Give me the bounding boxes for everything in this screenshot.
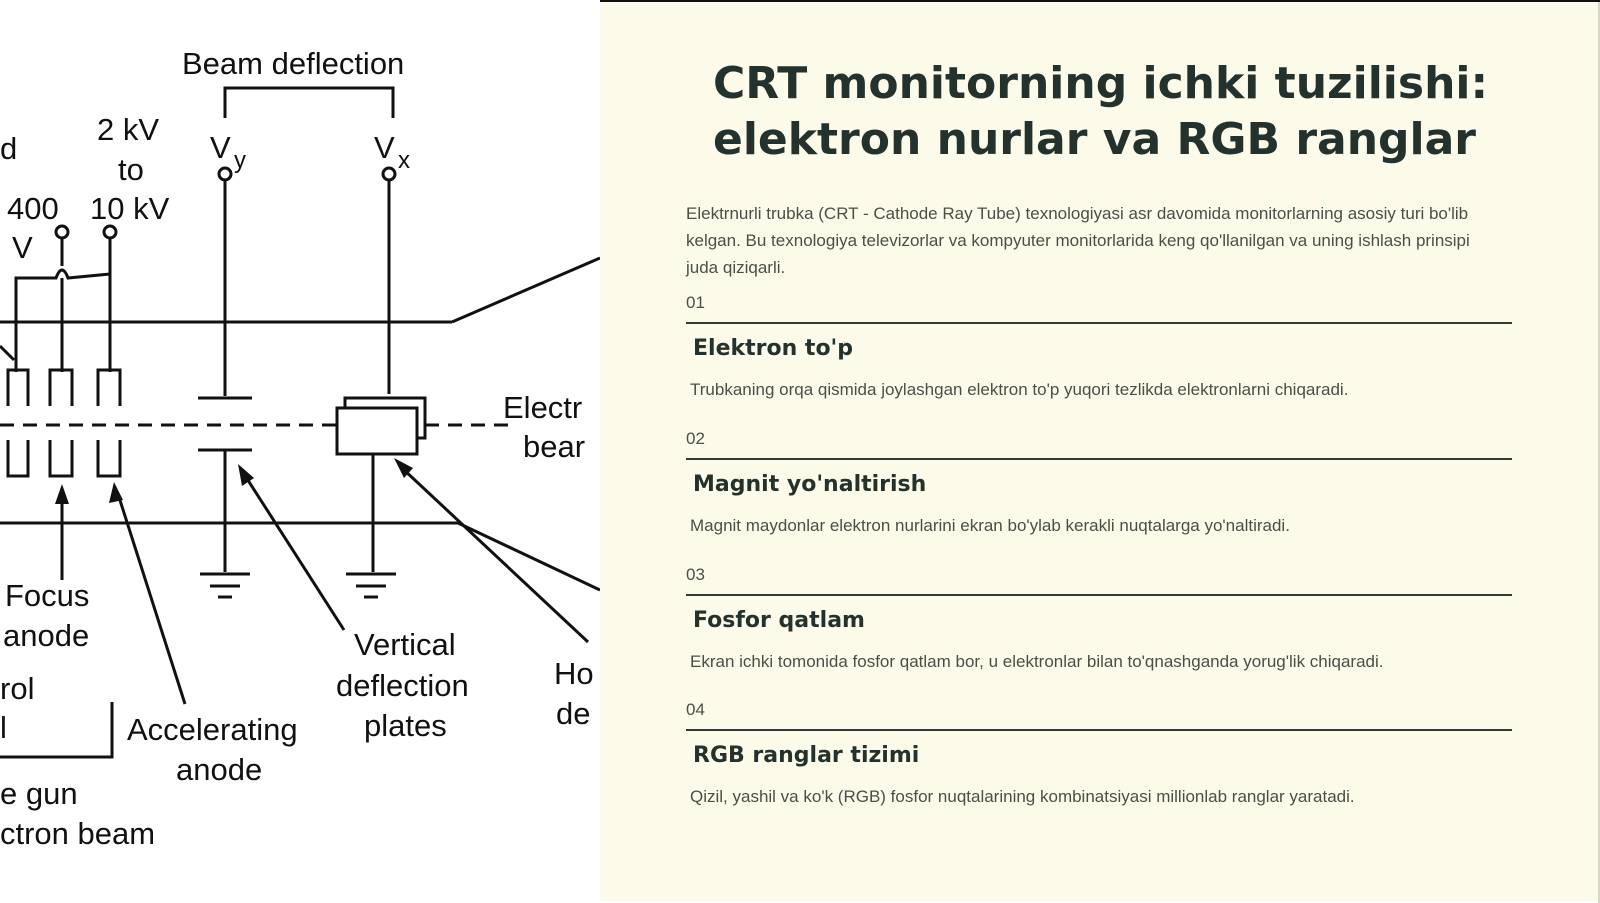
vertical-plates-label-2: deflection xyxy=(336,668,469,703)
step-item: 04 RGB ranglar tizimi Qizil, yashil va k… xyxy=(686,699,1512,808)
step-description: Ekran ichki tomonida fosfor qatlam bor, … xyxy=(690,652,1384,671)
electron-beam-bottom-label: ctron beam xyxy=(0,816,155,851)
electron-beam-label-2: bear xyxy=(523,429,585,464)
step-title: Elektron to'p xyxy=(693,336,854,361)
step-divider xyxy=(686,322,1512,324)
page-title: CRT monitorning ichki tuzilishi: elektro… xyxy=(713,58,1489,165)
step-item: 02 Magnit yo'naltirish Magnit maydonlar … xyxy=(686,428,1512,537)
step-divider xyxy=(686,594,1512,596)
kv-label-line1: 2 kV xyxy=(97,112,159,147)
step-title: Fosfor qatlam xyxy=(693,608,865,633)
step-description: Trubkaning orqa qismida joylashgan elekt… xyxy=(690,380,1349,399)
step-number: 03 xyxy=(686,565,705,584)
vx-label: V xyxy=(374,130,395,165)
beam-deflection-label: Beam deflection xyxy=(182,46,404,81)
step-title: RGB ranglar tizimi xyxy=(693,743,920,768)
kv-label-line2: to xyxy=(118,152,144,187)
step-number: 04 xyxy=(686,700,705,719)
vertical-plates-label-3: plates xyxy=(364,708,447,743)
focus-anode-label-1: Focus xyxy=(5,578,89,613)
electron-beam-label-1: Electr xyxy=(503,390,582,425)
intro-paragraph: Elektrnurli trubka (CRT - Cathode Ray Tu… xyxy=(686,204,1470,277)
step-divider xyxy=(686,458,1512,460)
slide-content: CRT monitorning ichki tuzilishi: elektro… xyxy=(600,0,1600,903)
control-grid-label-1: rol xyxy=(0,671,34,706)
crt-diagram: Beam deflection V y V x 2 kV to 10 kV 40… xyxy=(0,0,600,901)
v400-label: 400 xyxy=(7,191,59,226)
vx-subscript: x xyxy=(398,147,410,174)
horizontal-plates-label-2: de xyxy=(556,696,590,731)
step-title: Magnit yo'naltirish xyxy=(693,472,927,497)
step-number: 01 xyxy=(686,293,705,312)
focus-anode-label-2: anode xyxy=(3,618,89,653)
vy-label: V xyxy=(210,130,231,165)
horizontal-plates-label-1: Ho xyxy=(554,656,594,691)
step-description: Magnit maydonlar elektron nurlarini ekra… xyxy=(690,516,1290,535)
vertical-plates-label-1: Vertical xyxy=(354,627,456,662)
electron-gun-label: e gun xyxy=(0,776,78,811)
vy-subscript: y xyxy=(234,147,246,174)
step-item: 01 Elektron to'p Trubkaning orqa qismida… xyxy=(686,292,1512,401)
accelerating-anode-label-2: anode xyxy=(176,752,262,787)
panel-edge xyxy=(1598,2,1600,903)
accelerating-anode-label-1: Accelerating xyxy=(127,712,298,747)
d-partial-label: d xyxy=(0,131,17,166)
step-description: Qizil, yashil va ko'k (RGB) fosfor nuqta… xyxy=(690,787,1355,806)
step-number: 02 xyxy=(686,429,705,448)
deflection-bracket xyxy=(223,86,395,118)
step-item: 03 Fosfor qatlam Ekran ichki tomonida fo… xyxy=(686,564,1512,673)
v400-unit-label: V xyxy=(12,230,33,265)
control-grid-label-2: l xyxy=(0,710,7,745)
kv-label-line3: 10 kV xyxy=(90,191,170,226)
crt-diagram-drawing: Beam deflection V y V x 2 kV to 10 kV 40… xyxy=(0,46,600,851)
step-divider xyxy=(686,729,1512,731)
